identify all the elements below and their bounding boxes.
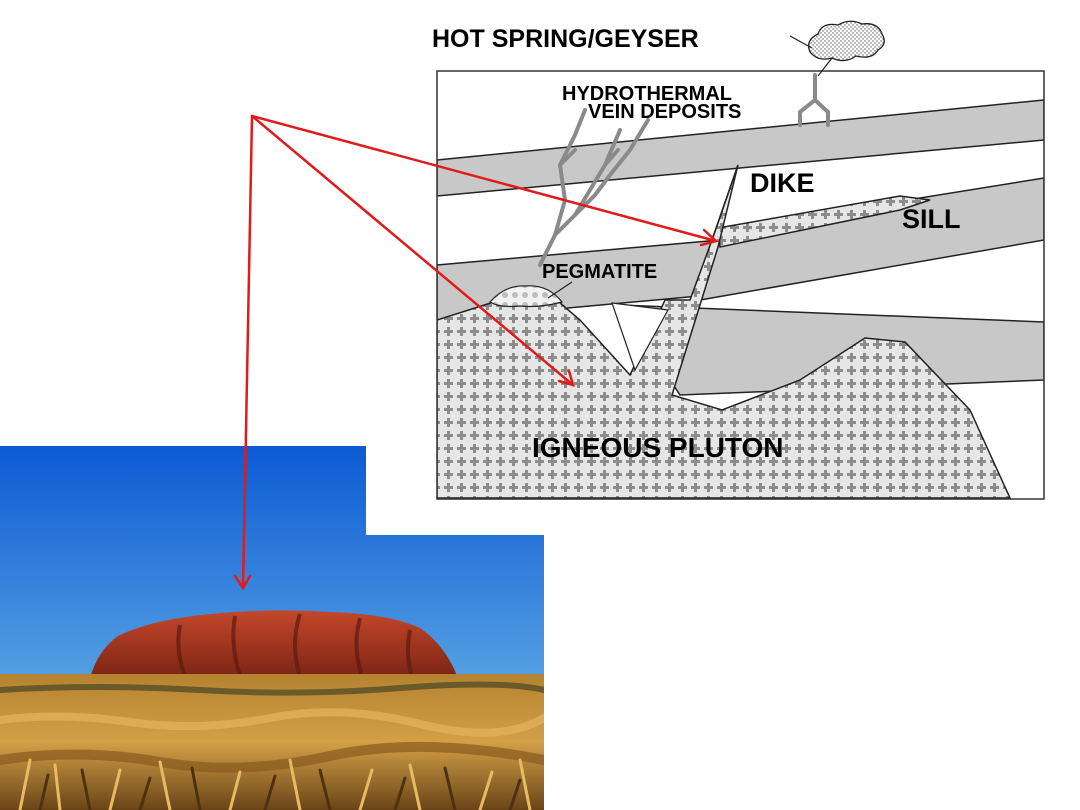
photo-monolith-gullies (176, 613, 414, 677)
label-dike: DIKE (750, 168, 815, 198)
pegmatite-body (489, 285, 564, 308)
label-hydrothermal: HYDROTHERMAL (562, 83, 732, 105)
igneous-intrusions-diagram: HOT SPRING/GEYSER HYDROTHERMAL VEIN DEPO… (432, 20, 1045, 500)
label-vein-deposits: VEIN DEPOSITS (588, 101, 741, 123)
label-hot-spring: HOT SPRING/GEYSER (432, 25, 699, 53)
country-rock-wedge (611, 302, 669, 372)
steam-cloud-icon (807, 20, 885, 62)
sill-intrusion (717, 195, 931, 248)
monolith-photo (0, 446, 544, 810)
photo-grass-tufts (0, 681, 544, 810)
hydrothermal-veins (538, 108, 650, 267)
label-pegmatite: PEGMATITE (542, 261, 657, 283)
arrowhead-photo-icon (233, 574, 252, 591)
pointer-arrows (233, 114, 719, 591)
label-igneous-pluton: IGNEOUS PLUTON (532, 432, 784, 463)
arrow-to-pluton (250, 114, 575, 387)
arrow-to-sill (250, 114, 718, 243)
label-sill: SILL (902, 204, 961, 234)
arrowhead-pluton-icon (557, 369, 575, 387)
arrowhead-sill-icon (699, 228, 719, 247)
hot-spring-vent (798, 73, 830, 127)
arrow-to-photo (241, 114, 254, 590)
stratum-top (437, 99, 1044, 197)
igneous-pluton (437, 164, 1012, 499)
